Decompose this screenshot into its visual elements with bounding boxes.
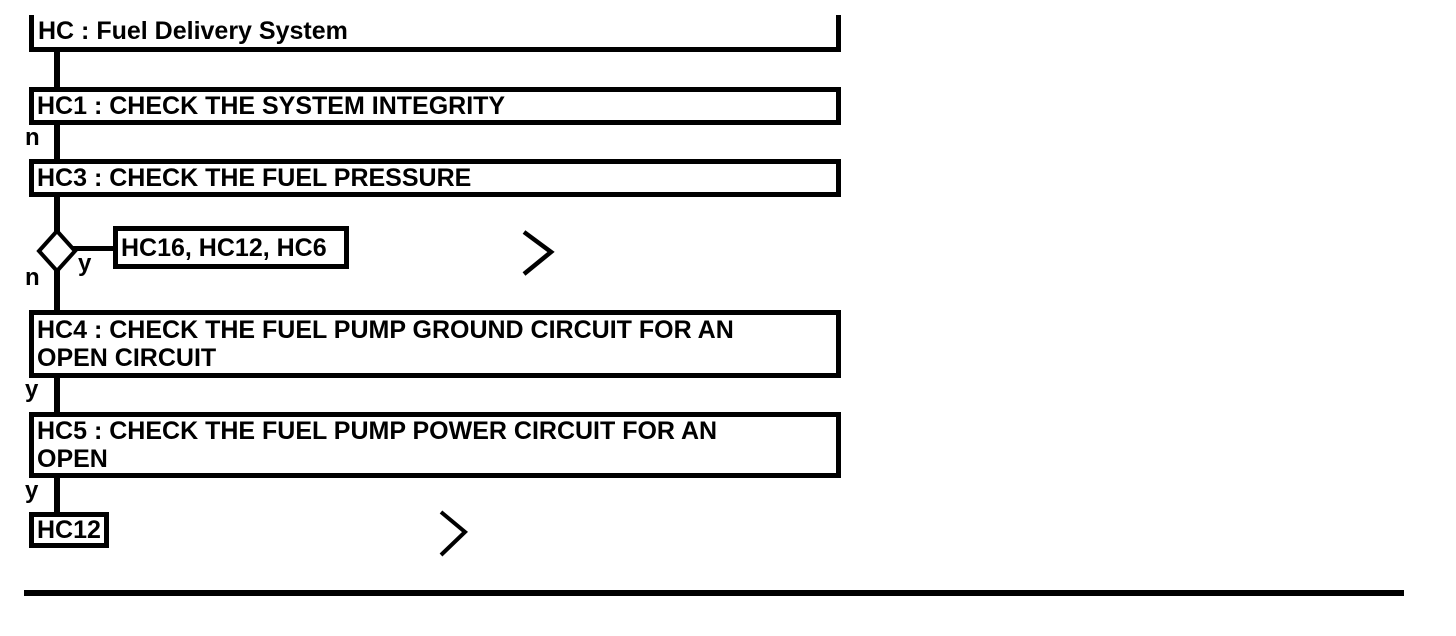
branch-label-n: n	[25, 264, 40, 291]
connector-line	[54, 120, 60, 164]
connector-line	[54, 473, 60, 517]
step-box-hc1[interactable]: HC1 : CHECK THE SYSTEM INTEGRITY	[29, 87, 841, 125]
step-label-hc3: HC3 : CHECK THE FUEL PRESSURE	[37, 164, 472, 192]
branch-label-y: y	[25, 477, 39, 504]
reference-box-hc12[interactable]: HC12	[29, 512, 109, 548]
step-label-hc5-line1: HC5 : CHECK THE FUEL PUMP POWER CIRCUIT …	[37, 417, 718, 445]
step-label-hc4-line1: HC4 : CHECK THE FUEL PUMP GROUND CIRCUIT…	[37, 316, 734, 344]
flow-title-label: HC : Fuel Delivery System	[38, 16, 348, 45]
connector-line	[54, 372, 60, 418]
step-label-hc4-line2: OPEN CIRCUIT	[37, 344, 217, 372]
decision-diamond-icon	[36, 228, 78, 274]
step-box-hc5[interactable]: HC5 : CHECK THE FUEL PUMP POWER CIRCUIT …	[29, 412, 841, 478]
reference-label: HC16, HC12, HC6	[121, 233, 327, 262]
connector-line	[54, 47, 60, 92]
connector-line	[54, 266, 60, 315]
step-box-hc3[interactable]: HC3 : CHECK THE FUEL PRESSURE	[29, 159, 841, 197]
step-label-hc1: HC1 : CHECK THE SYSTEM INTEGRITY	[37, 92, 506, 120]
connector-line	[72, 246, 117, 251]
continue-chevron-right-icon	[439, 510, 468, 557]
step-label-hc5-line2: OPEN	[37, 445, 108, 473]
branch-label-y: y	[25, 376, 39, 403]
connector-line	[54, 192, 60, 235]
flow-title-box[interactable]: HC : Fuel Delivery System	[29, 15, 841, 52]
step-box-hc4[interactable]: HC4 : CHECK THE FUEL PUMP GROUND CIRCUIT…	[29, 310, 841, 378]
branch-label-y: y	[78, 250, 92, 277]
branch-label-n: n	[25, 124, 40, 151]
reference-box-hc16-hc12-hc6[interactable]: HC16, HC12, HC6	[113, 226, 349, 269]
reference-label-hc12: HC12	[37, 516, 101, 544]
bottom-divider	[24, 590, 1404, 596]
continue-chevron-right-icon	[522, 230, 555, 276]
